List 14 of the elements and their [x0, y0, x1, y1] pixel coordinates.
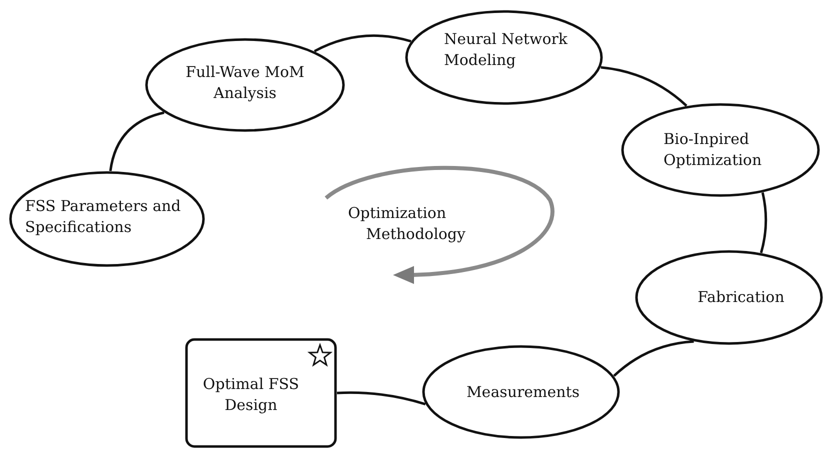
node-label: Measurements [465, 382, 581, 402]
connector-line [760, 192, 768, 254]
node-label: Full-Wave MoM Analysis [184, 62, 306, 104]
cycle-label: Optimization Methodology [348, 203, 466, 245]
node-label: Bio-Inpired Optimization [664, 129, 763, 171]
connector-line [600, 66, 688, 107]
node-label: Optimal FSS Design [202, 374, 300, 416]
node-label: Neural Network Modeling [444, 28, 569, 70]
connector-line [613, 340, 694, 377]
node-label: FSS Parameters and Specifications [25, 196, 182, 238]
connector-line [109, 111, 164, 172]
node-label: Fabrication [696, 287, 786, 308]
connector-line [336, 391, 426, 406]
connector-line [314, 34, 412, 52]
